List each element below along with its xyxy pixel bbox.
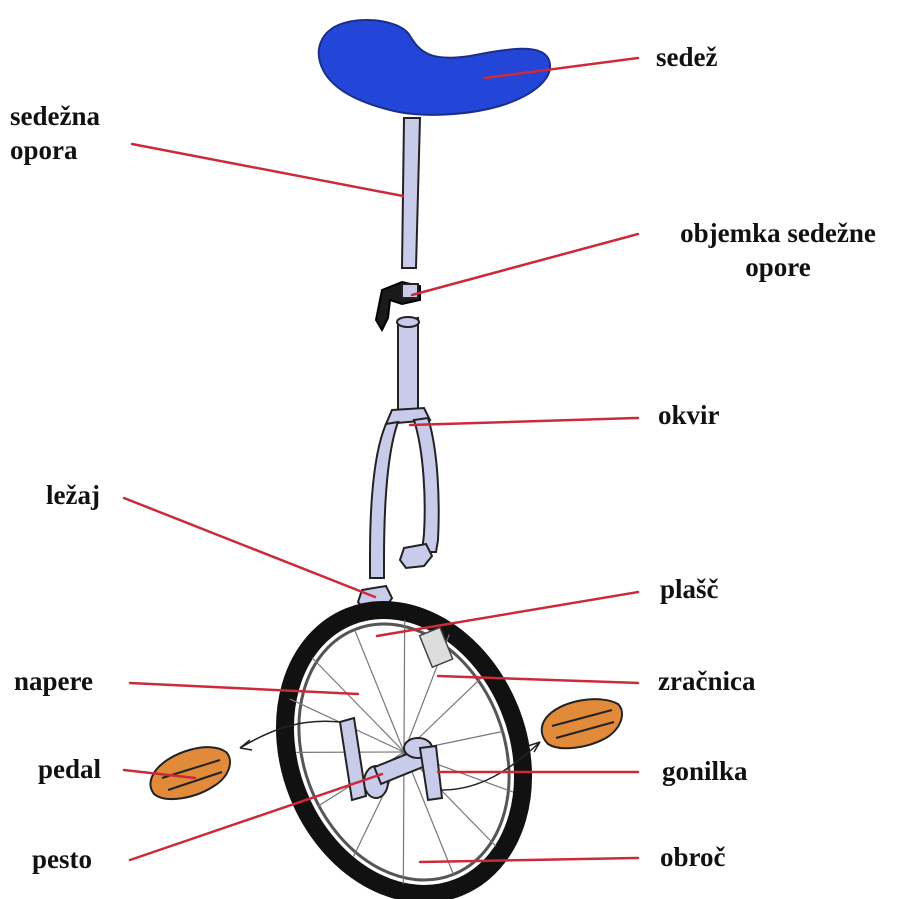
label-zracnica: zračnica bbox=[658, 664, 755, 698]
label-obroc: obroč bbox=[660, 840, 726, 874]
label-objemka-sedezne-opore: objemka sedežne opore bbox=[652, 216, 904, 284]
leader-okvir bbox=[410, 418, 638, 425]
leader-zracnica bbox=[438, 676, 638, 683]
leader-objemka bbox=[412, 234, 638, 295]
label-objemka-line1: objemka sedežne bbox=[652, 216, 904, 250]
label-sedezna-opora-line1: sedežna bbox=[10, 99, 140, 133]
leader-sedezna-opora bbox=[132, 144, 403, 196]
frame bbox=[370, 317, 439, 578]
label-gonilka: gonilka bbox=[662, 754, 748, 788]
leader-lezaj bbox=[124, 498, 375, 597]
label-pesto: pesto bbox=[32, 842, 92, 876]
label-napere: napere bbox=[14, 664, 93, 698]
label-okvir: okvir bbox=[658, 398, 720, 432]
leader-napere bbox=[130, 683, 358, 694]
saddle bbox=[319, 20, 550, 115]
label-plasc: plašč bbox=[660, 572, 719, 606]
pedal-right bbox=[542, 699, 622, 748]
label-sedezna-opora: sedežna opora bbox=[10, 99, 140, 167]
wheel bbox=[244, 574, 565, 899]
label-lezaj: ležaj bbox=[46, 478, 100, 512]
label-objemka-line2: opore bbox=[652, 250, 904, 284]
label-sedez: sedež bbox=[656, 40, 717, 74]
label-sedezna-opora-line2: opora bbox=[10, 133, 140, 167]
leader-obroc bbox=[420, 858, 638, 862]
label-pedal: pedal bbox=[38, 752, 101, 786]
seat-post bbox=[402, 118, 420, 268]
